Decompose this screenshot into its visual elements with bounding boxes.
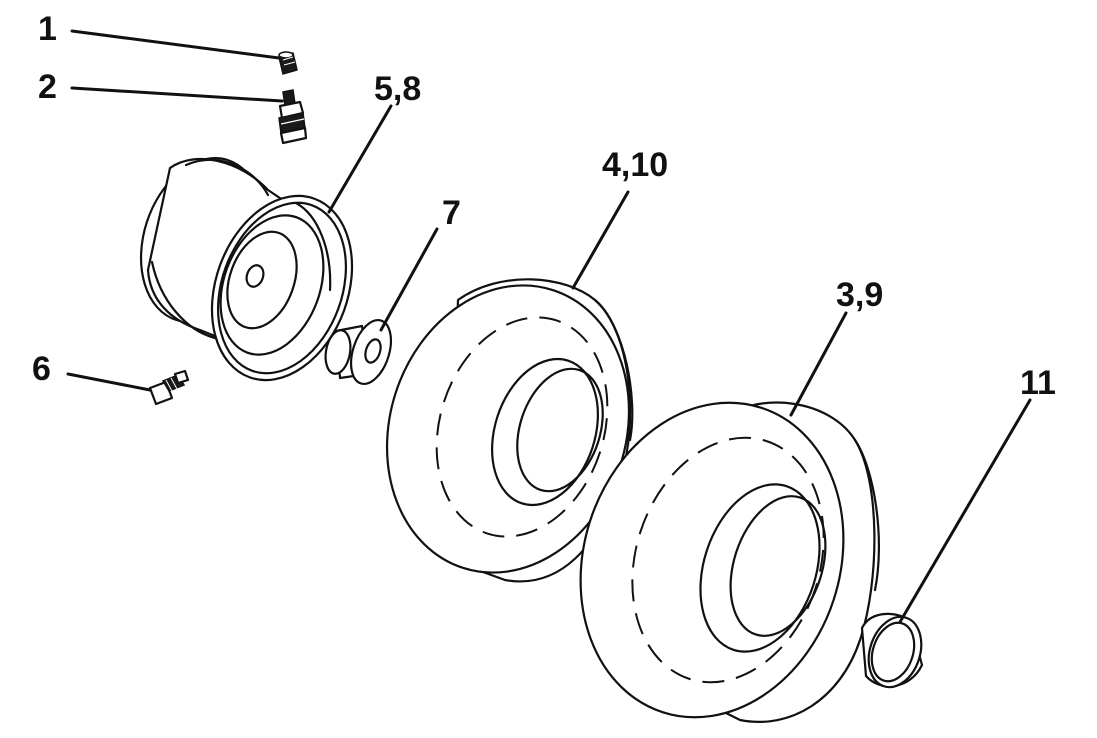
front-tire-part [385, 278, 634, 583]
callout-4-10: 4,10 [602, 146, 668, 184]
callout-6: 6 [32, 350, 51, 388]
leader-5-8 [327, 104, 393, 214]
callout-3-9: 3,9 [836, 276, 883, 314]
valve-stem-part [278, 89, 308, 145]
callout-5-8: 5,8 [374, 70, 421, 108]
hub-cap-part [860, 612, 924, 689]
callout-labels: 1 2 5,8 4,10 7 3,9 6 11 [32, 10, 1056, 402]
leader-6 [66, 372, 152, 392]
callout-2: 2 [38, 68, 57, 106]
leader-lines [66, 29, 1032, 624]
leader-3-9 [789, 311, 848, 417]
bushing-part [324, 319, 393, 385]
leader-2 [70, 86, 284, 103]
callout-1: 1 [38, 10, 57, 48]
rear-tire-part [579, 401, 880, 723]
leader-1 [70, 29, 281, 60]
callout-7: 7 [442, 194, 461, 232]
wheel-rim-part [139, 157, 354, 382]
callout-11: 11 [1020, 364, 1056, 402]
leader-7 [379, 227, 439, 332]
leader-4-10 [571, 190, 630, 290]
grease-fitting-part [148, 369, 190, 406]
valve-cap-part [278, 51, 298, 75]
leader-11 [898, 398, 1032, 624]
